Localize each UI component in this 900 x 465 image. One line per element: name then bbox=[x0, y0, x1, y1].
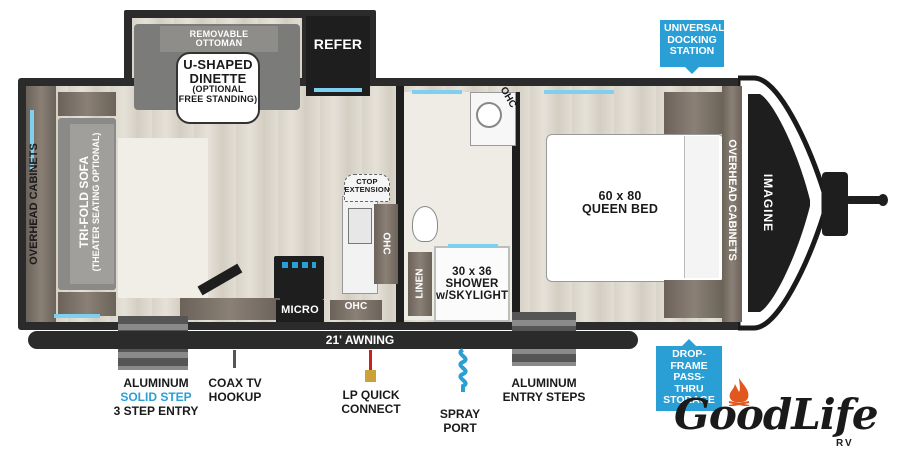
lp-fitting bbox=[365, 370, 376, 382]
logo-name: GoodLife bbox=[674, 390, 879, 439]
bed-label: 60 x 80 QUEEN BED bbox=[570, 189, 670, 217]
flame-icon bbox=[728, 378, 750, 406]
toilet bbox=[412, 206, 438, 242]
sofa-line1: TRI-FOLD SOFA bbox=[77, 156, 91, 248]
docking-line2: DOCKING bbox=[667, 33, 717, 46]
ctop-extension bbox=[344, 174, 390, 202]
dinette-line4: FREE STANDING) bbox=[178, 93, 258, 104]
shower bbox=[434, 246, 510, 322]
docking-station-badge: UNIVERSAL DOCKING STATION bbox=[660, 20, 725, 73]
coax-callout: COAX TV HOOKUP bbox=[196, 376, 274, 404]
pillows bbox=[684, 136, 719, 278]
window-bed-top bbox=[544, 90, 614, 94]
storage-line3: STORAGE bbox=[663, 394, 715, 406]
step-line2: SOLID STEP bbox=[120, 390, 192, 404]
shower-line3: w/SKYLIGHT bbox=[436, 290, 509, 303]
nightstand-bottom bbox=[664, 280, 724, 318]
front-cap bbox=[738, 75, 827, 331]
bathroom-wall-right bbox=[512, 92, 520, 320]
bath-sink bbox=[476, 102, 502, 128]
nightstand-top bbox=[664, 92, 724, 134]
dinette-table bbox=[176, 52, 260, 124]
docking-line1: UNIVERSAL bbox=[664, 22, 725, 34]
kitchen-sink bbox=[348, 208, 372, 244]
spray-hose bbox=[458, 348, 468, 392]
spray-line1: SPRAY bbox=[439, 407, 481, 421]
ctop-line1: CTOP bbox=[356, 177, 378, 186]
logo-suffix: RV bbox=[836, 438, 854, 449]
spray-line2: PORT bbox=[443, 421, 477, 435]
pass-thru-storage-badge: DROP-FRAME PASS-THRU STORAGE bbox=[656, 339, 722, 411]
bed-line1: 60 x 80 bbox=[598, 189, 642, 203]
brand-model-label: IMAGINE bbox=[761, 173, 775, 233]
shower-line2: SHOWER bbox=[445, 278, 499, 291]
ohc-bottom-cabinet bbox=[330, 300, 382, 320]
kitchen-base-cabinet bbox=[180, 298, 280, 320]
ottoman-label: REMOVABLE OTTOMAN bbox=[166, 29, 272, 49]
bathroom-wall-left bbox=[396, 86, 404, 322]
ohc-mid-label: OHC bbox=[380, 232, 392, 255]
entry-line2: ENTRY STEPS bbox=[502, 390, 586, 404]
lp-callout: LP QUICK CONNECT bbox=[330, 388, 412, 416]
rug bbox=[118, 138, 208, 298]
lp-pin bbox=[369, 350, 372, 376]
awning-bar bbox=[28, 331, 638, 349]
awning-label: 21' AWNING bbox=[325, 333, 395, 347]
step-line3: 3 STEP ENTRY bbox=[113, 404, 199, 418]
bed-line2: QUEEN BED bbox=[581, 202, 659, 217]
window-refer bbox=[314, 88, 362, 92]
entry-steps-callout: ALUMINUM ENTRY STEPS bbox=[496, 376, 592, 404]
sofa-line2: (THEATER SEATING OPTIONAL) bbox=[91, 132, 101, 272]
overhead-right-label: OVERHEAD CABINETS bbox=[726, 139, 738, 261]
right-overhead-cabinet bbox=[722, 86, 742, 322]
refer-label: REFER bbox=[313, 36, 363, 52]
end-table-top bbox=[58, 92, 116, 116]
shower-label: 30 x 36 SHOWER w/SKYLIGHT bbox=[436, 266, 508, 302]
dinette-line3: (OPTIONAL bbox=[192, 84, 244, 95]
ctop-label: CTOP EXTENSION bbox=[342, 178, 392, 194]
dinette-label: U-SHAPED DINETTE (OPTIONAL FREE STANDING… bbox=[176, 58, 260, 104]
hitch-coupler bbox=[878, 194, 888, 206]
window-left-top bbox=[54, 314, 100, 318]
linen-label: LINEN bbox=[414, 268, 426, 299]
ohc-bottom-label: OHC bbox=[344, 301, 368, 312]
overhead-left-label: OVERHEAD CABINETS bbox=[28, 143, 40, 265]
dinette-line2: DINETTE bbox=[189, 70, 247, 86]
storage-line1: DROP-FRAME bbox=[670, 348, 708, 372]
end-table-bottom bbox=[58, 292, 116, 316]
solid-step-callout: ALUMINUM SOLID STEP 3 STEP ENTRY bbox=[100, 376, 212, 418]
coax-pin bbox=[233, 350, 236, 368]
hitch-jack bbox=[822, 172, 848, 236]
step-line1: ALUMINUM bbox=[123, 376, 189, 390]
ottoman bbox=[160, 26, 278, 52]
coax-line2: HOOKUP bbox=[208, 390, 262, 404]
stove-burners bbox=[282, 262, 316, 268]
kitchen-cabinet-ohc bbox=[374, 204, 398, 284]
ottoman-line1: REMOVABLE bbox=[189, 29, 249, 39]
lp-line2: CONNECT bbox=[341, 402, 401, 416]
window-left-bottom bbox=[30, 110, 34, 170]
sofa-label: TRI-FOLD SOFA (THEATER SEATING OPTIONAL) bbox=[77, 122, 101, 282]
goodlife-logo: GoodLife RV bbox=[674, 376, 879, 456]
window-front-top bbox=[412, 90, 462, 94]
window-shower bbox=[448, 244, 498, 248]
refer-unit bbox=[306, 16, 370, 96]
hitch-bar bbox=[846, 196, 882, 204]
coax-line1: COAX TV bbox=[208, 376, 262, 390]
sofa-seat bbox=[70, 124, 114, 284]
ctop-line2: EXTENSION bbox=[344, 184, 390, 194]
ottoman-line2: OTTOMAN bbox=[195, 38, 243, 49]
storage-line2: PASS-THRU bbox=[673, 371, 705, 395]
docking-line3: STATION bbox=[669, 45, 715, 57]
spray-port-callout: SPRAY PORT bbox=[428, 407, 492, 435]
microwave bbox=[276, 300, 324, 322]
lp-line1: LP QUICK bbox=[342, 388, 400, 402]
entry-line1: ALUMINUM bbox=[511, 376, 577, 390]
dinette-line1: U-SHAPED bbox=[183, 57, 253, 72]
micro-label: MICRO bbox=[281, 304, 319, 316]
linen-cabinet bbox=[408, 252, 432, 316]
shower-line1: 30 x 36 bbox=[452, 266, 492, 278]
